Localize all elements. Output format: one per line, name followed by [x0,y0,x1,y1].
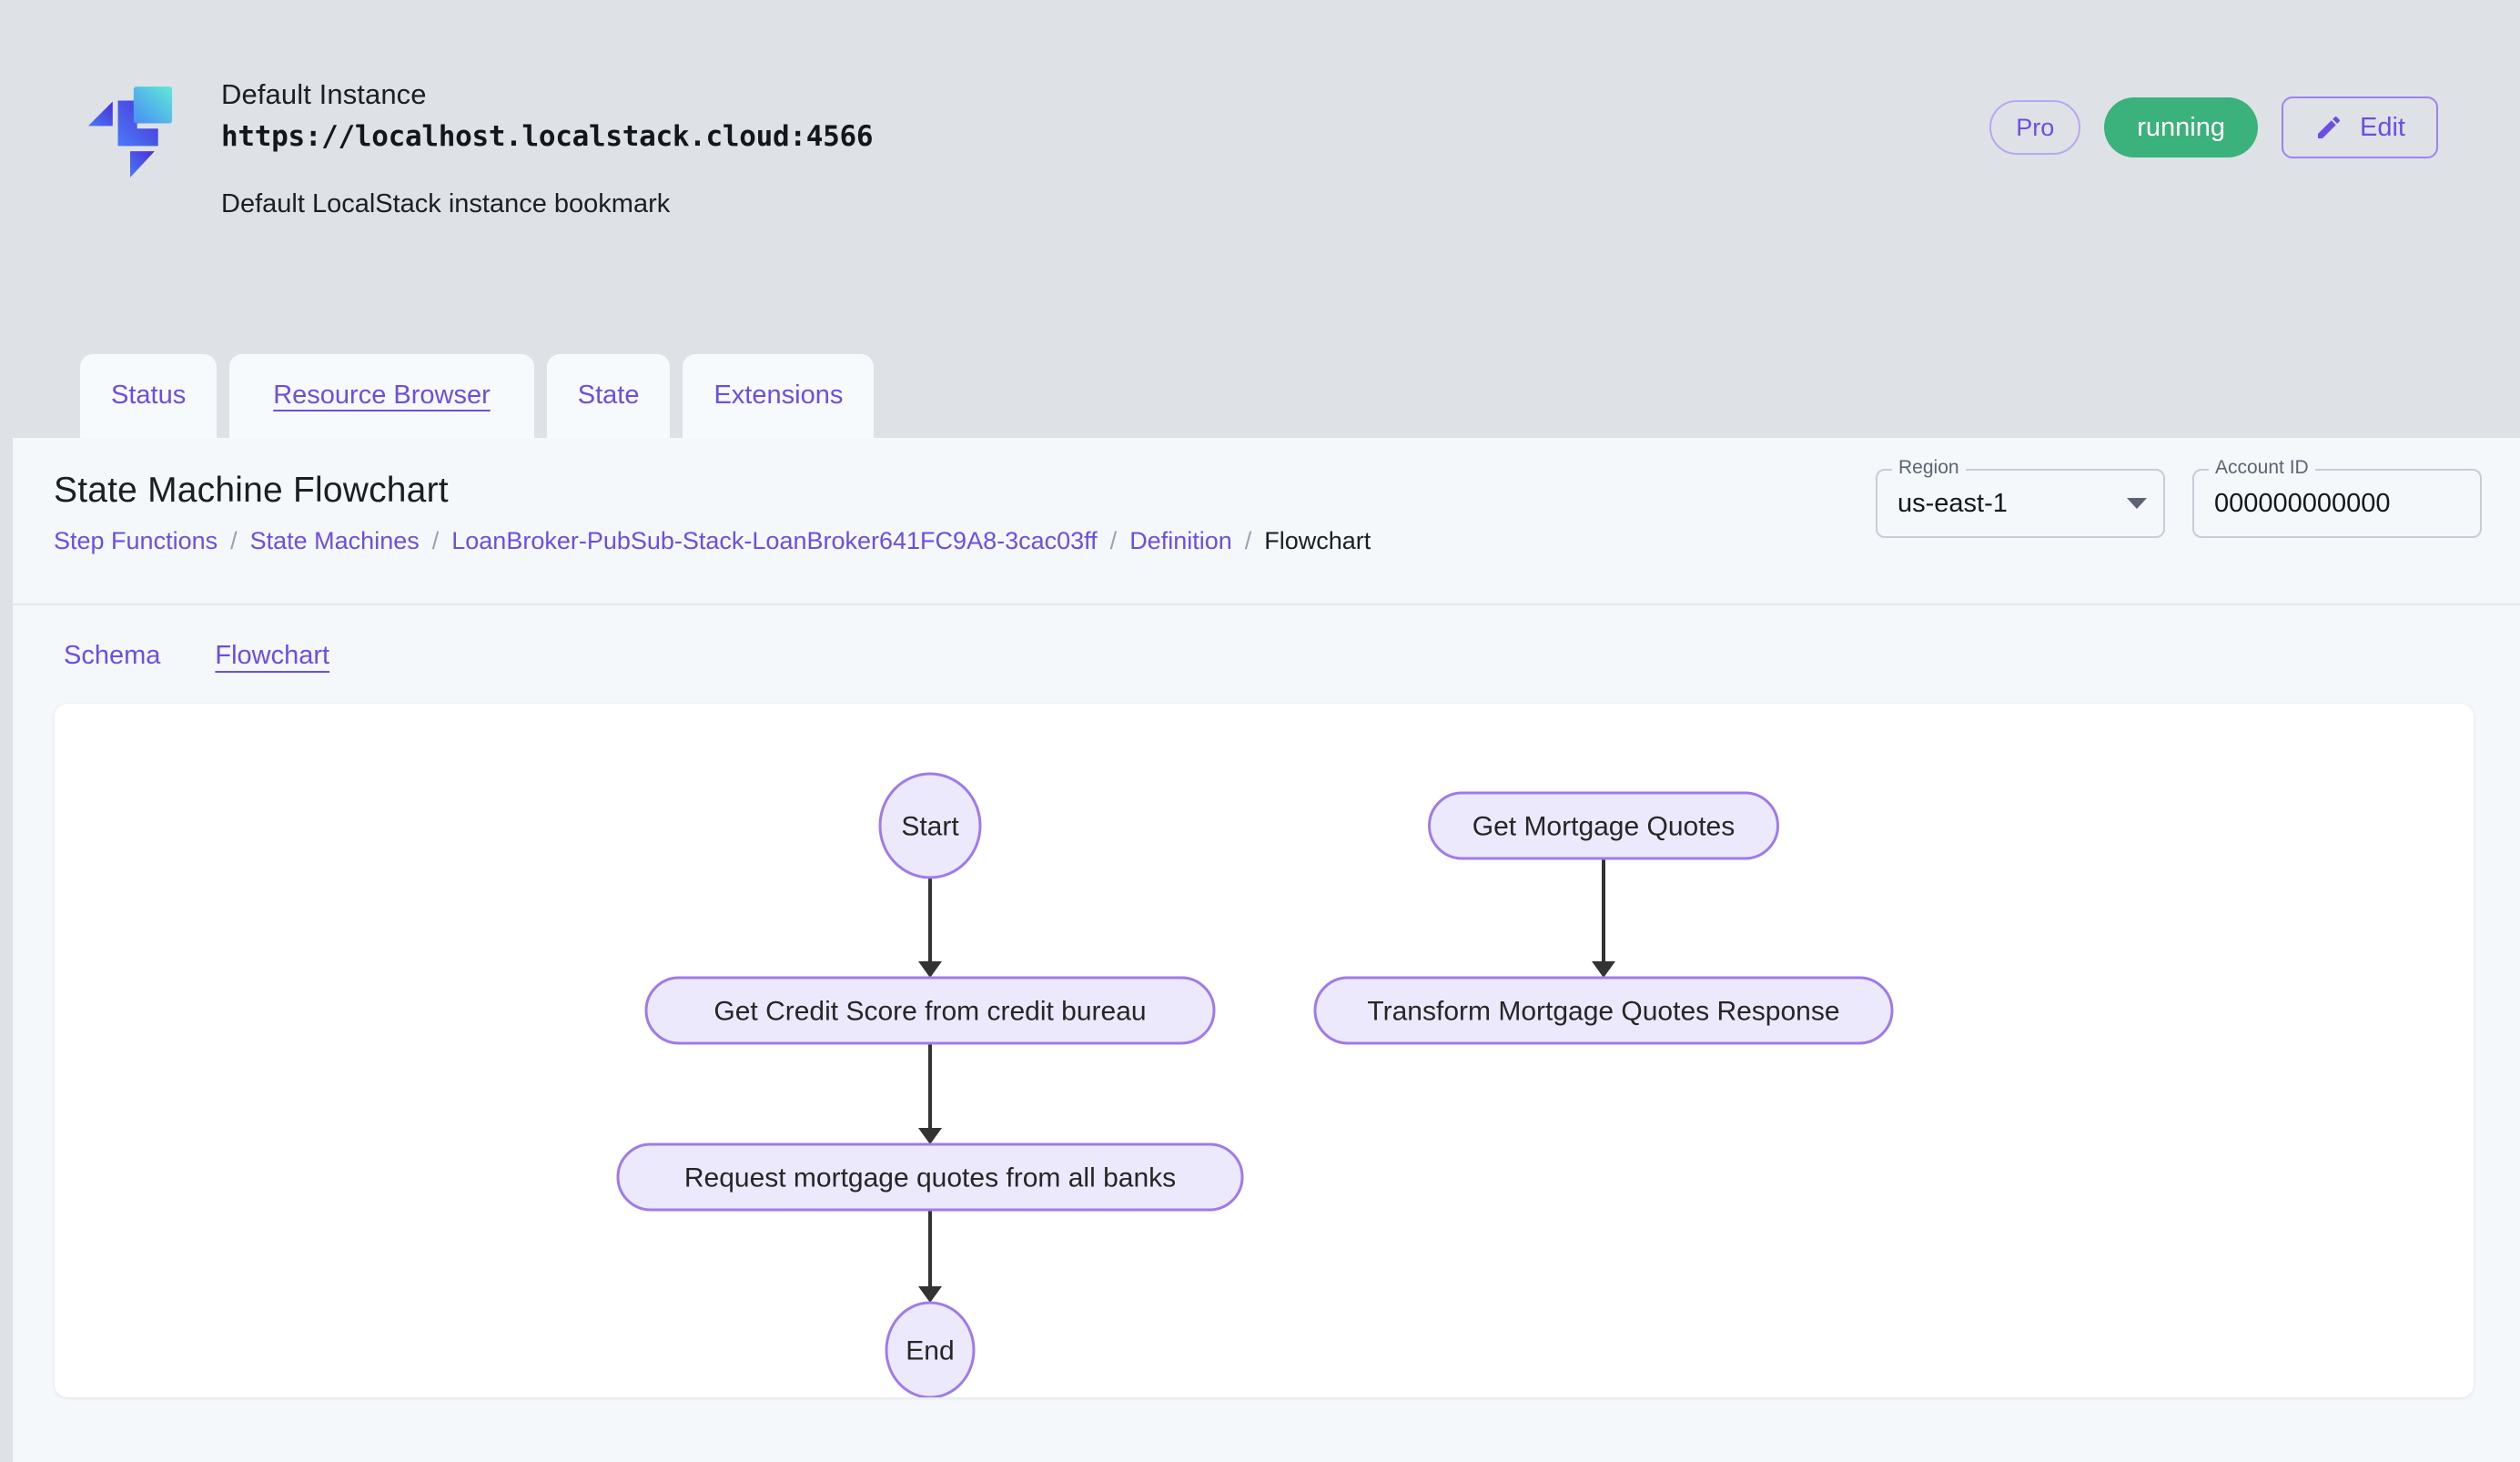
breadcrumb-separator: / [431,527,440,554]
tab-state-label: State [577,380,640,410]
breadcrumb-item-flowchart: Flowchart [1264,527,1371,554]
breadcrumb-separator: / [230,527,238,554]
flow-edge [918,1043,942,1144]
region-select[interactable]: Region us-east-1 [1876,458,2165,538]
breadcrumb-item-state-machines[interactable]: State Machines [249,527,420,554]
content-area: State Machine Flowchart Step Functions /… [13,438,2520,1462]
subtab-schema[interactable]: Schema [64,640,161,670]
breadcrumb-item-step-functions[interactable]: Step Functions [54,527,218,554]
tab-resource-browser[interactable]: Resource Browser [229,354,534,438]
pencil-icon [2314,113,2343,142]
instance-url: https://localhost.localstack.cloud:4566 [221,119,874,153]
account-id-value: 000000000000 [2214,488,2391,518]
selectors: Region us-east-1 Account ID 000000000000 [1876,458,2482,538]
tab-state[interactable]: State [546,354,671,438]
breadcrumb-item-definition[interactable]: Definition [1129,527,1232,554]
account-id-field[interactable]: Account ID 000000000000 [2192,458,2482,538]
chevron-down-icon [2127,498,2147,509]
breadcrumb-separator: / [1244,527,1252,554]
flow-node-start[interactable]: Start [878,772,982,879]
flow-node-request[interactable]: Request mortgage quotes from all banks [616,1142,1244,1212]
instance-text-block: Default Instance https://localhost.local… [221,77,873,219]
instance-header: Default Instance https://localhost.local… [0,0,2520,438]
flow-node-label: End [906,1336,954,1366]
pro-chip[interactable]: Pro [1989,100,2081,155]
tab-status[interactable]: Status [80,354,218,438]
flow-node-label: Get Mortgage Quotes [1473,812,1736,842]
breadcrumb-item-state-machine-name[interactable]: LoanBroker-PubSub-Stack-LoanBroker641FC9… [451,527,1098,554]
header-actions: Pro running Edit [1989,96,2438,158]
edit-button-label: Edit [2360,112,2405,142]
status-badge: running [2104,97,2259,157]
breadcrumb: Step Functions / State Machines / LoanBr… [54,527,1371,555]
sub-tabbar: Schema Flowchart [13,605,2520,709]
edit-button[interactable]: Edit [2282,96,2438,158]
flow-node-transform[interactable]: Transform Mortgage Quotes Response [1313,976,1894,1045]
account-id-label: Account ID [2209,458,2315,477]
localstack-logo-icon [86,83,174,183]
main-tabbar: Status Resource Browser State Extensions [0,340,2520,438]
tab-extensions-label: Extensions [713,380,844,410]
instance-summary: Default Instance https://localhost.local… [86,77,873,219]
flow-node-quotes[interactable]: Get Mortgage Quotes [1428,791,1779,860]
breadcrumb-separator: / [1109,527,1118,554]
tab-status-label: Status [111,380,187,410]
subtab-flowchart[interactable]: Flowchart [215,640,330,670]
flow-node-credit[interactable]: Get Credit Score from credit bureau [644,976,1216,1045]
flow-node-label: Get Credit Score from credit bureau [713,997,1146,1027]
flow-node-end[interactable]: End [885,1301,976,1397]
instance-description: Default LocalStack instance bookmark [221,188,671,218]
status-badge-label: running [2137,112,2226,142]
flow-node-label: Start [901,812,959,842]
flow-edge [918,878,942,978]
region-label: Region [1892,458,1966,477]
flow-node-label: Transform Mortgage Quotes Response [1367,997,1839,1027]
flow-edge [1592,858,1615,978]
instance-title: Default Instance [221,78,427,110]
tab-resource-browser-label: Resource Browser [273,380,491,410]
page-header: State Machine Flowchart Step Functions /… [13,438,2520,605]
tab-extensions[interactable]: Extensions [683,354,875,438]
region-value: us-east-1 [1898,488,2008,518]
flow-node-label: Request mortgage quotes from all banks [684,1163,1176,1193]
pro-chip-label: Pro [2016,113,2055,141]
page-title: State Machine Flowchart [54,471,449,510]
flow-edge [918,1210,942,1303]
